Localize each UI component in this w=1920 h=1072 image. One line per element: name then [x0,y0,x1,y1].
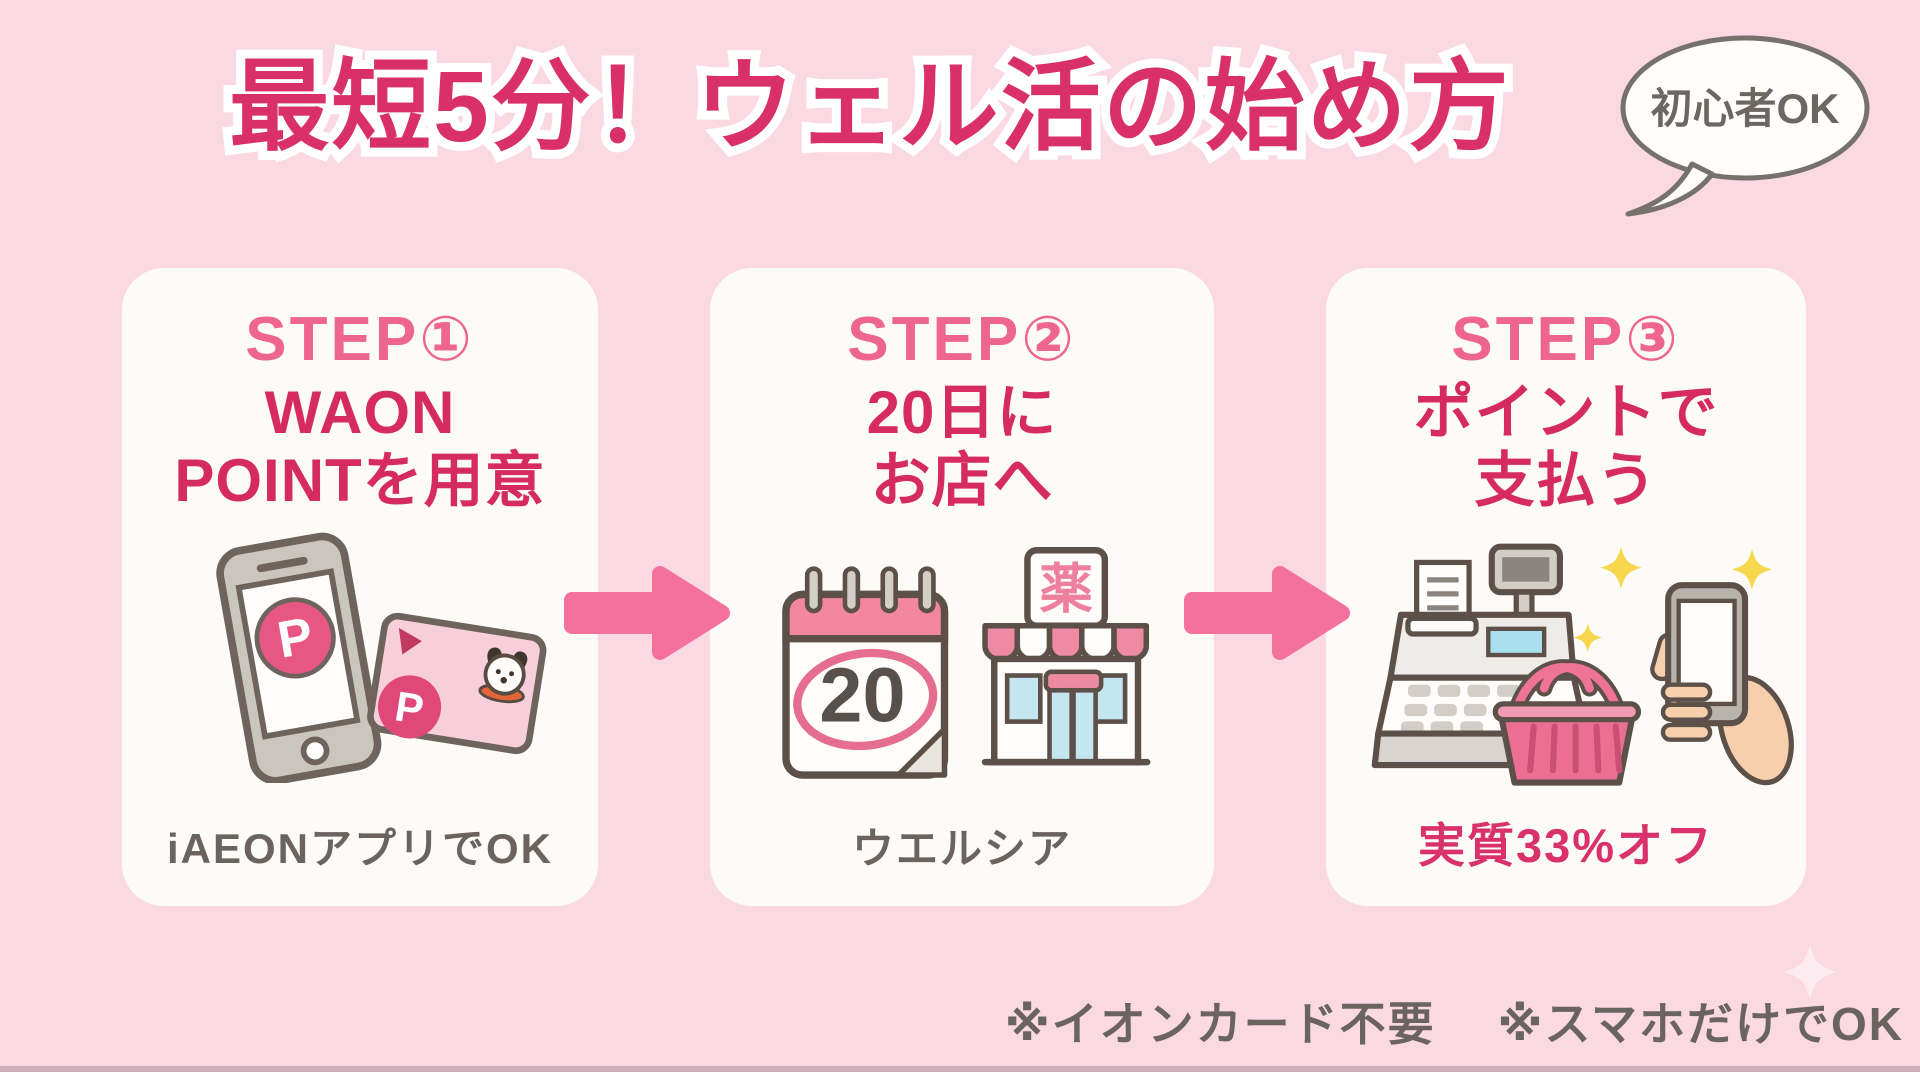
waon-dog-icon [478,647,528,703]
calendar-20-icon: 20 [782,565,949,779]
footer-notes: ※イオンカード不要 ※スマホだけでOK [1005,988,1904,1054]
sparkle-icon [1573,623,1602,652]
beginner-ok-bubble: 初心者OK [1620,35,1870,217]
step-card-1: STEP① WAON POINTを用意 P P [122,268,598,906]
sparkle-icon [1600,546,1642,589]
note-smartphone-only: ※スマホだけでOK [1497,998,1904,1050]
calendar-circle-mark [793,648,938,750]
step1-label: STEP① [245,305,475,374]
step2-heading-line1: 20日に [866,379,1058,446]
point-card-icon: P [367,612,547,754]
card-logo-triangle [398,627,422,655]
step1-caption: iAEONアプリでOK [166,825,553,872]
page-title-outline: 最短5分！ウェル活の始め方 [220,42,1518,172]
bubble-tail [1625,161,1715,217]
step2-caption: ウエルシア [851,825,1072,872]
step2-heading-line2: お店へ [870,446,1054,514]
step3-heading-line1: ポイントで [1413,379,1719,446]
sparkle-icon [1783,945,1837,999]
bubble-label: 初心者OK [1650,85,1839,132]
note-no-aeon-card: ※イオンカード不要 [1004,998,1436,1050]
step3-heading: ポイントで 支払う [1414,379,1719,515]
step3-heading-line2: 支払う [1474,446,1658,514]
drugstore-icon: 薬 [981,546,1151,765]
calendar-day-number: 20 [819,652,905,738]
smartphone-icon: P [216,532,382,783]
step-card-3: STEP③ ポイントで 支払う [1326,268,1806,906]
step1-heading-line1: WAON [264,379,456,446]
step1-heading: WAON POINTを用意 [174,379,545,515]
step2-heading: 20日に お店へ [867,379,1058,515]
arrow-right-icon [564,566,730,660]
register-basket-smartphone-icon [1335,531,1797,793]
shopping-basket-icon [1492,658,1642,786]
bubble-ellipse [1620,35,1870,181]
drugstore-sign: 薬 [1039,560,1093,619]
sparkle-icon [1732,549,1772,589]
step-card-2: STEP② 20日に お店へ 20 薬 [710,268,1214,906]
arrow-right-icon [1184,566,1350,660]
calendar-and-drugstore-icon: 20 薬 [757,541,1167,799]
step2-label: STEP② [847,305,1077,374]
smartphone-and-point-card-icon: P P [170,525,550,783]
bottom-edge-shadow [0,1066,1920,1072]
step3-caption: 実質33%オフ [1417,819,1715,872]
step3-label: STEP③ [1451,305,1681,374]
page-curl [895,725,948,778]
step1-heading-line2: POINTを用意 [174,446,546,514]
page-title: 最短5分！ウェル活の始め方 最短5分！ウェル活の始め方 [0,42,1740,172]
page-title-text: 最短5分！ウェル活の始め方 [229,51,1511,163]
register-keys [1400,684,1520,734]
smartphone-in-hand-icon [1650,581,1794,785]
